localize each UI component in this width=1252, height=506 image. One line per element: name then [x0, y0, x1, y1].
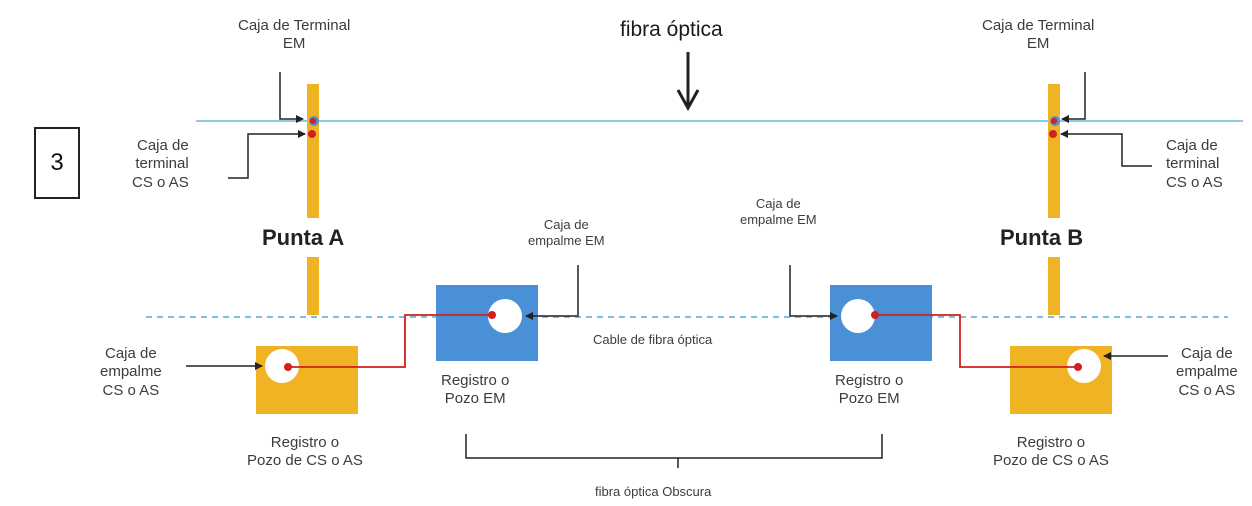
pole-b-em-dot — [1051, 118, 1057, 124]
red-dot-right-cs — [1074, 363, 1082, 371]
label-terminal-cs-a: Caja de terminal CS o AS — [132, 137, 189, 191]
label-terminal-em-b: Caja de Terminal EM — [982, 17, 1095, 53]
arrow-terminal-cs-b — [1060, 130, 1152, 167]
label-terminal-em-a: Caja de Terminal EM — [238, 17, 351, 53]
label-registro-cs-a: Registro o Pozo de CS o AS — [247, 434, 363, 470]
pole-a-top — [307, 84, 319, 218]
label-cable-fibra: Cable de fibra óptica — [593, 332, 713, 347]
label-registro-em-left: Registro o Pozo EM — [441, 372, 510, 408]
registro-em-right-splice — [841, 299, 875, 333]
label-splice-cs-b: Caja de empalme CS o AS — [1176, 345, 1238, 399]
red-fiber-left — [288, 314, 492, 368]
diagram-title: fibra óptica — [620, 18, 723, 41]
pole-b-cs-terminal — [1049, 130, 1057, 138]
red-fiber-right — [875, 314, 1078, 368]
red-dot-right-em — [871, 311, 879, 319]
arrow-splice-em-right — [789, 265, 838, 320]
arrow-splice-em-left — [525, 265, 579, 320]
red-dot-left-cs — [284, 363, 292, 371]
arrow-terminal-em-a — [279, 72, 304, 123]
arrow-terminal-cs-a — [228, 130, 306, 179]
punta-b-label: Punta B — [1000, 225, 1084, 250]
arrow-terminal-em-b — [1061, 72, 1086, 123]
red-dot-left-em — [488, 311, 496, 319]
label-registro-cs-b: Registro o Pozo de CS o AS — [993, 434, 1109, 470]
pole-b-top — [1048, 84, 1060, 218]
pole-a-cs-terminal — [308, 130, 316, 138]
registro-em-left-splice — [488, 299, 522, 333]
label-fibra-obscura: fibra óptica Obscura — [595, 484, 712, 499]
registro-cs-left-splice — [265, 349, 299, 383]
pole-b-bottom — [1048, 257, 1060, 315]
step-number: 3 — [50, 149, 64, 176]
label-splice-em-left: Caja de empalme EM — [528, 217, 605, 248]
dark-fiber-bracket — [465, 434, 883, 468]
punta-a-label: Punta A — [262, 225, 345, 250]
label-splice-em-right: Caja de empalme EM — [740, 196, 817, 227]
label-splice-cs-a: Caja de empalme CS o AS — [100, 345, 162, 399]
label-registro-em-right: Registro o Pozo EM — [835, 372, 904, 408]
pole-a-bottom — [307, 257, 319, 315]
pole-a-em-dot — [310, 118, 316, 124]
label-terminal-cs-b: Caja de terminal CS o AS — [1166, 137, 1223, 191]
registro-cs-right-splice — [1067, 349, 1101, 383]
step-number-box: 3 — [34, 127, 80, 199]
registro-em-left-box — [436, 285, 538, 361]
